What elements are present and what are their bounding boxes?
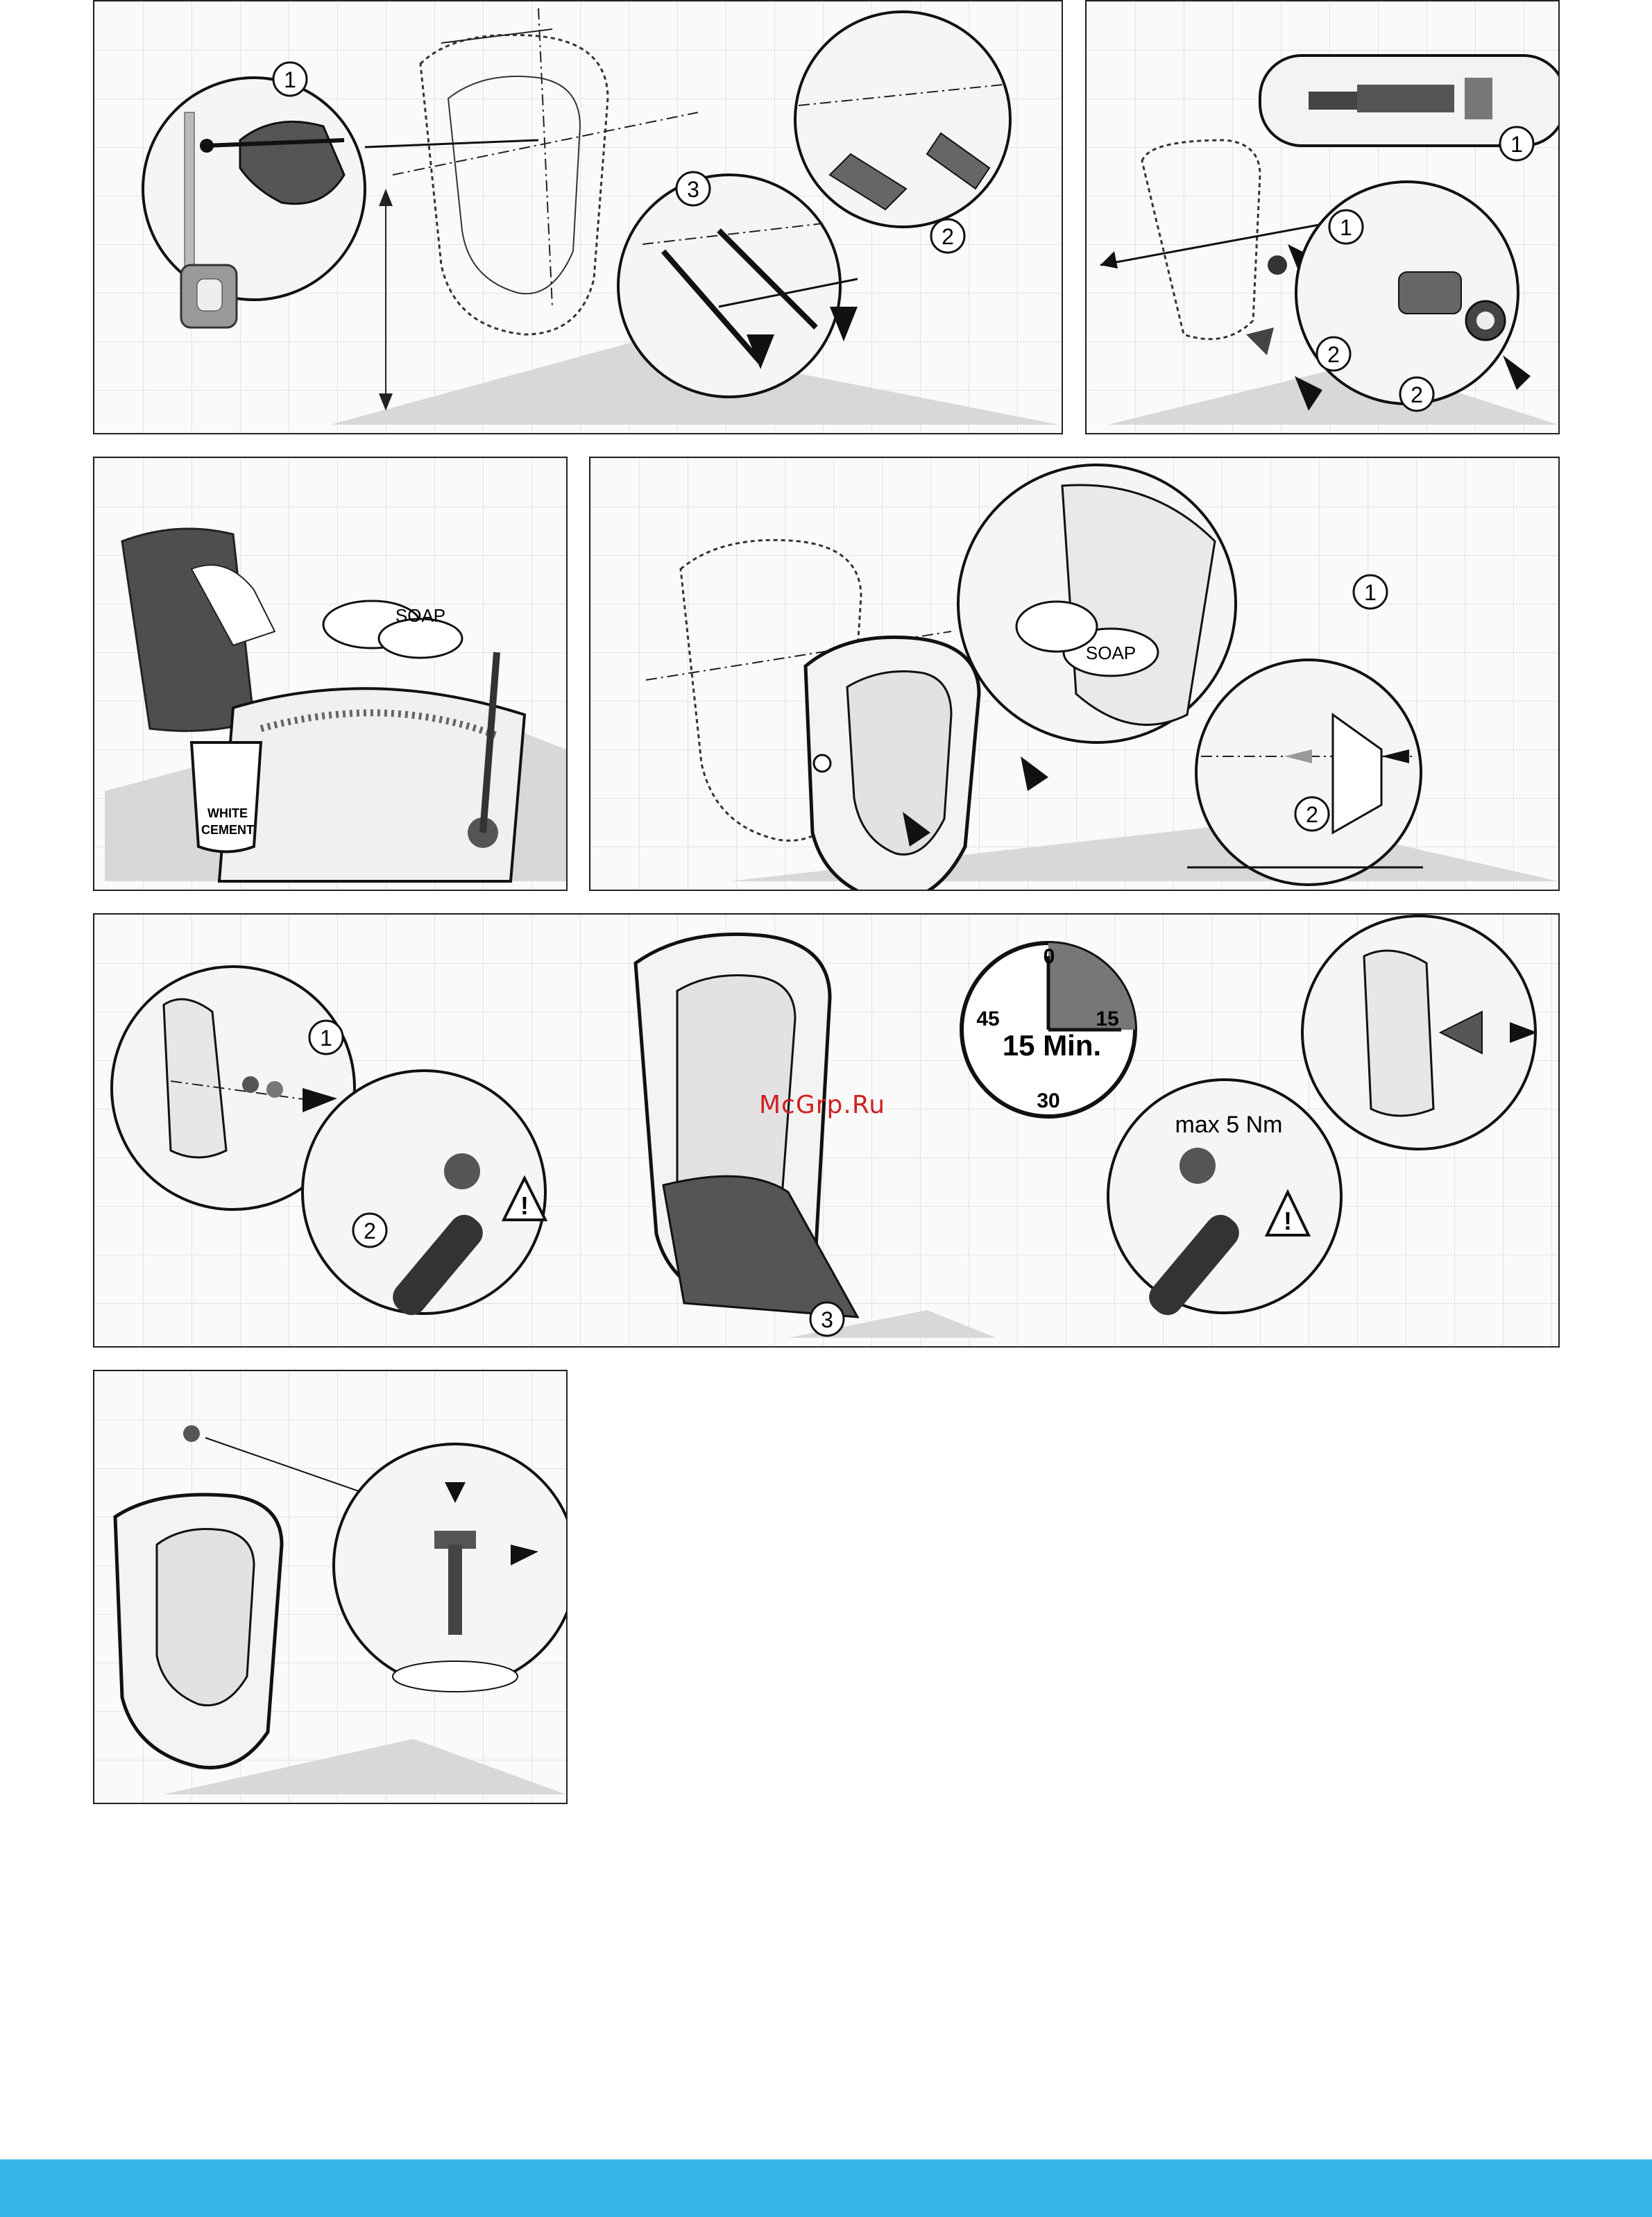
fixing-torque-illustration: 1 ! 2 3 0 15 30 45 15 Min. max 5 Nm xyxy=(94,915,1558,1346)
step-2-label: 2 xyxy=(1411,382,1423,407)
footer-accent-bar xyxy=(0,2159,1652,2217)
panel-soap-cement: SOAP WHITE CEMENT xyxy=(93,457,568,891)
panel-connectors: 1 1 2 2 xyxy=(1085,0,1560,434)
step-3-label: 3 xyxy=(821,1307,833,1332)
step-1-label: 1 xyxy=(1340,215,1352,240)
dial-0: 0 xyxy=(1044,945,1055,968)
cement-label-line1: WHITE xyxy=(207,806,248,820)
step-3-label: 3 xyxy=(687,177,699,202)
step-1-label: 1 xyxy=(1510,132,1523,157)
timer-duration: 15 Min. xyxy=(1003,1029,1101,1062)
step-1-label: 1 xyxy=(284,67,296,92)
step-1-label: 1 xyxy=(320,1026,332,1051)
stopwatch-icon: 0 15 30 45 15 Min. xyxy=(962,943,1135,1116)
svg-text:!: ! xyxy=(1284,1207,1292,1235)
connectors-illustration: 1 1 2 2 xyxy=(1087,1,1558,433)
torque-label: max 5 Nm xyxy=(1175,1112,1283,1138)
dial-30: 30 xyxy=(1037,1089,1059,1112)
panel-mount-urinal: SOAP 1 2 xyxy=(589,457,1560,891)
step-2-label: 2 xyxy=(364,1218,376,1243)
measure-drill-illustration: 1 2 3 xyxy=(94,1,1062,433)
panel-measure-drill: 1 2 3 xyxy=(93,0,1063,434)
panel-flush-valve xyxy=(93,1370,568,1804)
flush-valve-illustration xyxy=(94,1371,566,1803)
dial-45: 45 xyxy=(976,1008,999,1030)
step-1-label: 1 xyxy=(1364,580,1377,605)
cement-label-line2: CEMENT xyxy=(201,823,254,837)
soap-label: SOAP xyxy=(1086,643,1136,663)
watermark: McGrp.Ru xyxy=(759,1091,885,1119)
step-2-label: 2 xyxy=(942,224,954,249)
step-2-label: 2 xyxy=(1327,342,1340,367)
panel-fixing-torque: 1 ! 2 3 0 15 30 45 15 Min. max 5 Nm xyxy=(93,913,1560,1348)
soap-cement-illustration: SOAP WHITE CEMENT xyxy=(94,458,566,890)
dial-15: 15 xyxy=(1096,1008,1118,1030)
soap-label: SOAP xyxy=(395,605,445,626)
mount-urinal-illustration: SOAP 1 2 xyxy=(590,458,1558,890)
svg-text:!: ! xyxy=(520,1191,529,1220)
step-2-label: 2 xyxy=(1306,802,1318,827)
